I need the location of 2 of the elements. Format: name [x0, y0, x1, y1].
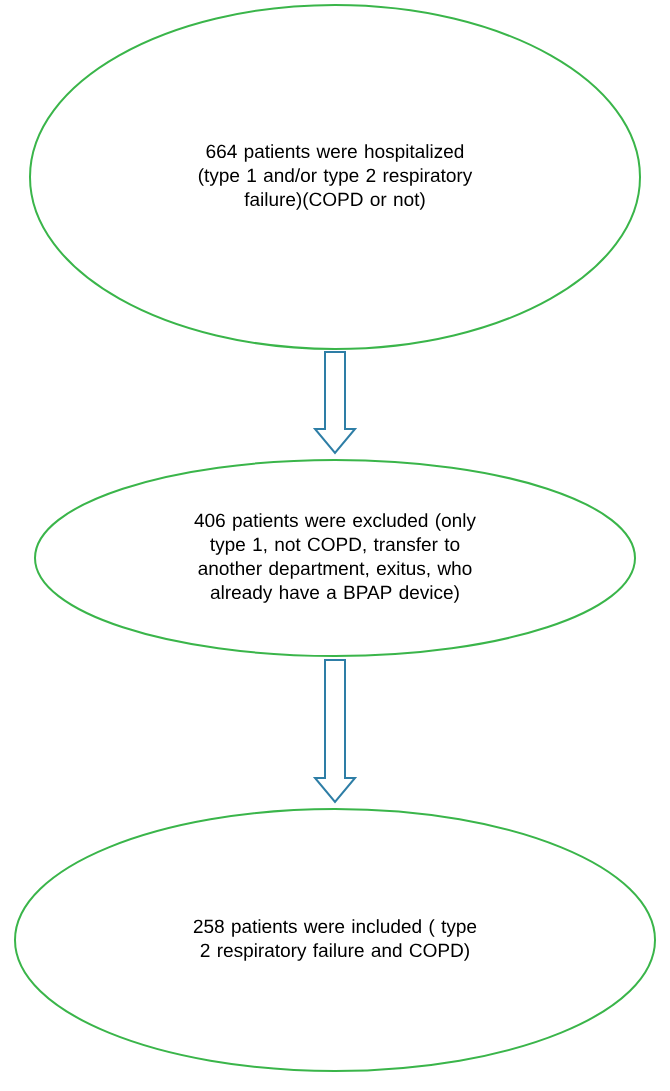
block-arrow [312, 351, 358, 455]
block-arrow [312, 659, 358, 804]
